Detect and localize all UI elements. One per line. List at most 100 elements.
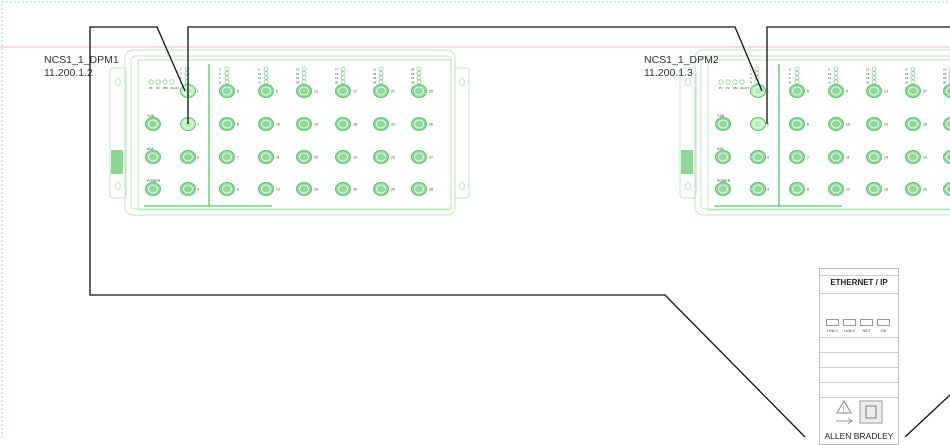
io-port-19[interactable] bbox=[336, 151, 351, 164]
io-port-12[interactable] bbox=[829, 183, 844, 196]
io-port-17[interactable] bbox=[906, 85, 921, 98]
port-number: 15 bbox=[314, 156, 318, 160]
io-port-16[interactable] bbox=[867, 183, 882, 196]
svg-text:16: 16 bbox=[866, 80, 870, 84]
status-led bbox=[726, 80, 730, 84]
port-number: 14 bbox=[884, 123, 888, 127]
port-number: 3 bbox=[767, 156, 769, 160]
status-led bbox=[163, 80, 167, 84]
io-port-13[interactable] bbox=[867, 85, 882, 98]
io-port-20[interactable] bbox=[336, 183, 351, 196]
io-port-15[interactable] bbox=[297, 151, 312, 164]
page-border bbox=[2, 2, 950, 437]
port-y2a[interactable] bbox=[716, 118, 731, 131]
svg-text:20: 20 bbox=[905, 80, 909, 84]
io-port-21[interactable] bbox=[944, 85, 950, 98]
port-a2a[interactable] bbox=[146, 151, 161, 164]
ethernet-ip-module[interactable]: ETHERNET / IP LINK1 LINK2 NET OK ! ALLEN… bbox=[819, 268, 899, 445]
io-port-22[interactable] bbox=[374, 118, 389, 131]
io-port-9[interactable] bbox=[259, 85, 274, 98]
port-number: 6 bbox=[237, 123, 239, 127]
port-number: 7 bbox=[807, 156, 809, 160]
io-port-10[interactable] bbox=[259, 118, 274, 131]
io-port-4[interactable] bbox=[751, 183, 766, 196]
status-led bbox=[733, 80, 737, 84]
io-port-15[interactable] bbox=[867, 151, 882, 164]
io-port-26[interactable] bbox=[412, 118, 427, 131]
io-port-7[interactable] bbox=[790, 151, 805, 164]
port-number: 13 bbox=[314, 90, 318, 94]
io-port-23[interactable] bbox=[944, 151, 950, 164]
io-port-8[interactable] bbox=[220, 183, 235, 196]
port-number: 16 bbox=[884, 188, 888, 192]
io-port-19[interactable] bbox=[906, 151, 921, 164]
port-number: 11 bbox=[276, 156, 280, 160]
port-y2a[interactable] bbox=[146, 118, 161, 131]
io-port-4[interactable] bbox=[181, 183, 196, 196]
svg-text:8: 8 bbox=[219, 80, 221, 84]
io-port-6[interactable] bbox=[220, 118, 235, 131]
io-port-20[interactable] bbox=[906, 183, 921, 196]
io-port-24[interactable] bbox=[944, 183, 950, 196]
port-number: 18 bbox=[353, 123, 357, 127]
io-port-18[interactable] bbox=[906, 118, 921, 131]
status-led bbox=[149, 80, 153, 84]
io-port-13[interactable] bbox=[297, 85, 312, 98]
led-net: NET bbox=[860, 319, 873, 333]
status-led-label: P2 bbox=[726, 86, 730, 90]
svg-text:16: 16 bbox=[296, 80, 300, 84]
io-port-24[interactable] bbox=[374, 183, 389, 196]
port-number: 4 bbox=[767, 188, 769, 192]
status-led-label: P1 bbox=[149, 86, 153, 90]
io-port-16[interactable] bbox=[297, 183, 312, 196]
io-port-11[interactable] bbox=[259, 151, 274, 164]
port-number: 28 bbox=[429, 188, 433, 192]
io-port-28[interactable] bbox=[412, 183, 427, 196]
io-port-23[interactable] bbox=[374, 151, 389, 164]
status-led-label: P2 bbox=[156, 86, 160, 90]
port-number: 16 bbox=[314, 188, 318, 192]
io-port-14[interactable] bbox=[297, 118, 312, 131]
status-led-label: RM bbox=[163, 86, 168, 90]
io-port-17[interactable] bbox=[336, 85, 351, 98]
port-number: 20 bbox=[923, 188, 927, 192]
led-ok: OK bbox=[877, 319, 890, 333]
io-port-1[interactable] bbox=[751, 85, 766, 98]
io-port-25[interactable] bbox=[412, 85, 427, 98]
io-port-12[interactable] bbox=[259, 183, 274, 196]
svg-text:8: 8 bbox=[789, 80, 791, 84]
device-name: NCS1_1_DPM2 bbox=[644, 54, 719, 67]
io-port-2[interactable] bbox=[751, 118, 766, 131]
port-number: 17 bbox=[353, 90, 357, 94]
port-number: 9 bbox=[276, 90, 278, 94]
io-port-5[interactable] bbox=[220, 85, 235, 98]
port-number: 22 bbox=[391, 123, 395, 127]
device-label-1: NCS1_1_DPM1 11.200.1.2 bbox=[44, 54, 119, 80]
io-port-5[interactable] bbox=[790, 85, 805, 98]
port-number: 24 bbox=[391, 188, 395, 192]
ground-icon bbox=[681, 150, 693, 174]
io-port-8[interactable] bbox=[790, 183, 805, 196]
io-port-10[interactable] bbox=[829, 118, 844, 131]
port-a2a[interactable] bbox=[716, 151, 731, 164]
port-number: 13 bbox=[884, 90, 888, 94]
port-number: 10 bbox=[846, 123, 850, 127]
svg-text:!: ! bbox=[843, 405, 845, 414]
io-port-7[interactable] bbox=[220, 151, 235, 164]
io-port-3[interactable] bbox=[751, 151, 766, 164]
io-port-3[interactable] bbox=[181, 151, 196, 164]
port-power[interactable] bbox=[146, 183, 161, 196]
io-port-6[interactable] bbox=[790, 118, 805, 131]
io-port-21[interactable] bbox=[374, 85, 389, 98]
status-led bbox=[156, 80, 160, 84]
io-port-11[interactable] bbox=[829, 151, 844, 164]
io-port-22[interactable] bbox=[944, 118, 950, 131]
port-power[interactable] bbox=[716, 183, 731, 196]
io-port-9[interactable] bbox=[829, 85, 844, 98]
io-port-27[interactable] bbox=[412, 151, 427, 164]
status-led-label: RM bbox=[733, 86, 738, 90]
io-port-18[interactable] bbox=[336, 118, 351, 131]
io-port-14[interactable] bbox=[867, 118, 882, 131]
